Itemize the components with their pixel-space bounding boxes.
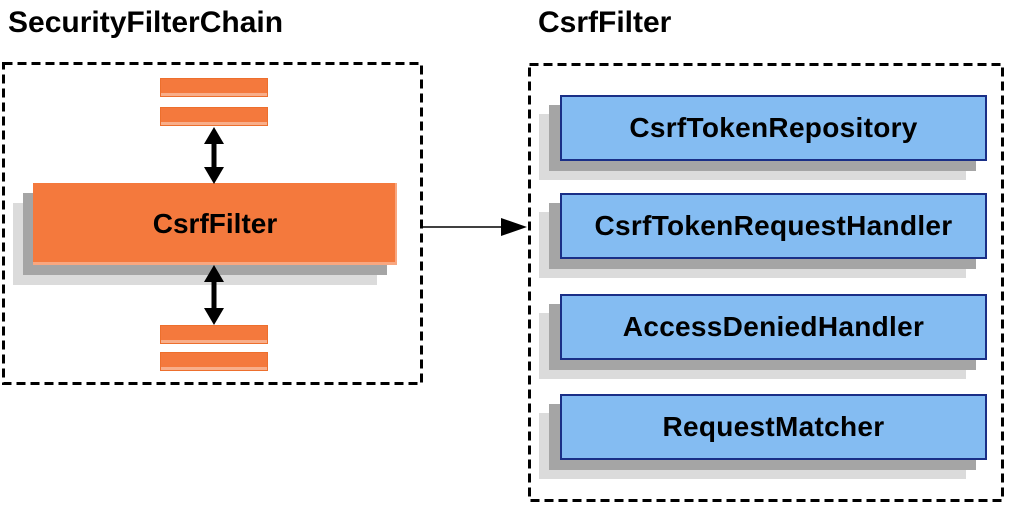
double-arrow-icon	[204, 265, 224, 325]
filter-placeholder-bar	[160, 352, 268, 371]
left-panel-title: SecurityFilterChain	[8, 6, 284, 39]
filter-placeholder-bar	[160, 107, 268, 126]
right-arrow-icon	[423, 218, 527, 236]
double-arrow-icon	[204, 127, 224, 184]
right-panel-title: CsrfFilter	[538, 6, 672, 39]
component-box-request-matcher: RequestMatcher	[560, 394, 987, 460]
filter-placeholder-bar	[160, 325, 268, 344]
component-box-label: RequestMatcher	[662, 411, 885, 442]
security-filter-chain-container	[2, 62, 423, 385]
csrf-filter-container	[528, 63, 1004, 502]
component-box-label: AccessDeniedHandler	[622, 311, 925, 342]
csrf-filter-box-label: CsrfFilter	[152, 208, 278, 239]
csrf-filter-box: CsrfFilter	[33, 183, 397, 265]
component-box-access-denied-handler: AccessDeniedHandler	[560, 294, 987, 360]
component-box-label: CsrfTokenRepository	[629, 112, 918, 143]
component-box-label: CsrfTokenRequestHandler	[594, 210, 953, 241]
component-box-csrf-token-request-handler: CsrfTokenRequestHandler	[560, 193, 987, 259]
component-box-csrf-token-repository: CsrfTokenRepository	[560, 95, 987, 161]
filter-placeholder-bar	[160, 78, 268, 97]
